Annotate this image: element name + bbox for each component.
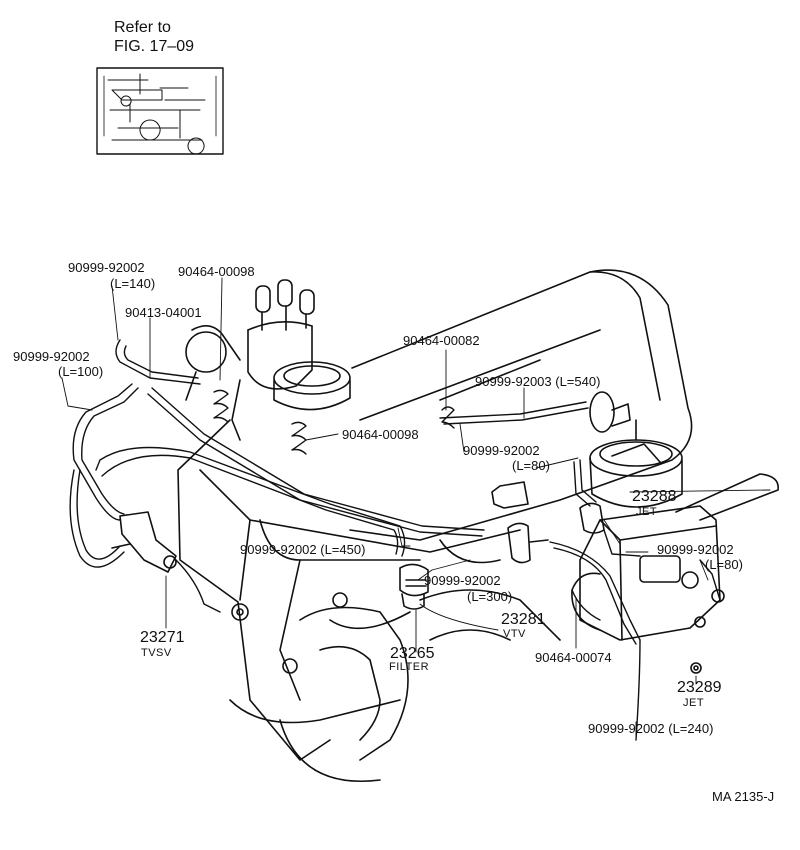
label-vtv-23281-sub: VTV (503, 628, 526, 640)
tvsv-part (111, 511, 177, 573)
label-hose-100: 90999-92002 (13, 349, 90, 364)
figure-code: MA 2135-J (712, 789, 775, 804)
valve-cover (349, 269, 693, 541)
label-hose-100-length: (L=100) (58, 364, 104, 379)
label-hose-80-top-length: (L=80) (512, 458, 550, 473)
jet-23289-part (690, 662, 702, 674)
label-hose-300-length: (L=300) (467, 589, 513, 604)
label-hose-450: 90999-92002 (L=450) (240, 542, 366, 557)
label-clip-74: 90464-00074 (535, 650, 612, 665)
label-vtv-23281: 23281 (501, 611, 546, 628)
jet-23288-part (579, 502, 605, 534)
vacuum-actuator (589, 391, 631, 433)
label-clip-82: 90464-00082 (403, 333, 480, 348)
label-hose-80-right: 90999-92002 (657, 542, 734, 557)
label-clip-98-mid: 90464-00098 (342, 427, 419, 442)
oil-filler-cap (273, 361, 351, 411)
label-filter-23265-sub: FILTER (389, 661, 430, 673)
label-clip-04001: 90413-04001 (125, 305, 202, 320)
label-jet-23288-sub: JET (636, 506, 658, 518)
label-tvsv-23271: 23271 (140, 629, 185, 646)
reference-line-2: FIG. 17–09 (114, 38, 195, 55)
label-filter-23265: 23265 (390, 645, 435, 662)
engine-block (177, 419, 521, 761)
vacuum-hoses (69, 339, 721, 741)
label-jet-23289-sub: JET (683, 697, 705, 709)
label-hose-140-length: (L=140) (110, 276, 156, 291)
distributor (185, 279, 315, 441)
label-tvsv-23271-sub: TVSV (141, 647, 172, 659)
label-jet-23288: 23288 (632, 488, 677, 505)
intake-manifold (279, 539, 561, 782)
vtv-valve (507, 522, 549, 564)
label-jet-23289: 23289 (677, 679, 722, 696)
filter-part (399, 563, 429, 610)
label-hose-240: 90999-92002 (L=240) (588, 721, 714, 736)
label-hose-80-right-length: (L=80) (705, 557, 743, 572)
hose-clips (213, 389, 455, 455)
reference-thumbnail (96, 67, 224, 155)
sensor-plug (491, 481, 529, 509)
label-hose-300: 90999-92002 (424, 573, 501, 588)
label-clip-98-top: 90464-00098 (178, 264, 255, 279)
reference-line-1: Refer to (114, 19, 171, 36)
leader-lines (61, 277, 771, 741)
label-hose-140: 90999-92002 (68, 260, 145, 275)
label-hose-540: 90999-92003 (L=540) (475, 374, 601, 389)
label-hose-80-top: 90999-92002 (463, 443, 540, 458)
